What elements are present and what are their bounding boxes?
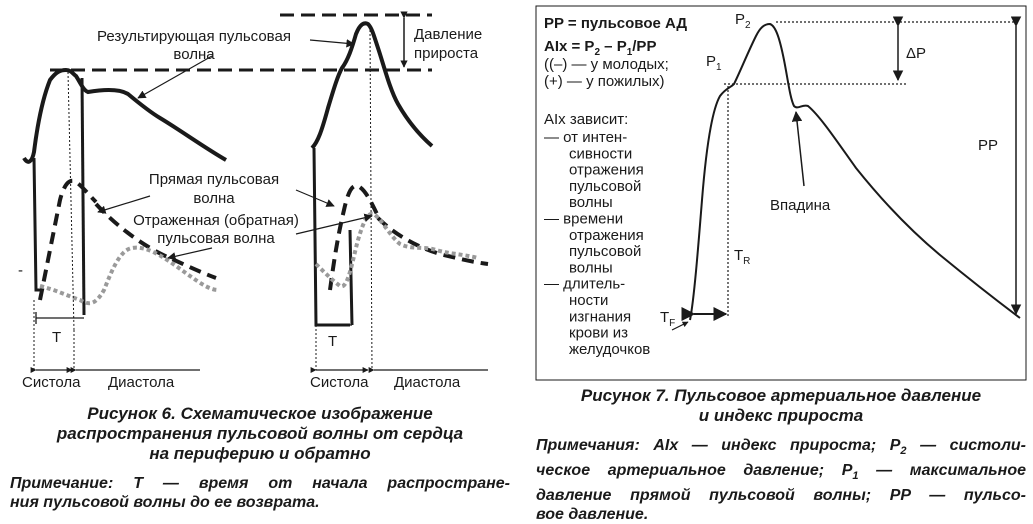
figure-7-caption: Рисунок 7. Пульсовое артериальное давлен…: [536, 386, 1026, 426]
resulting-wave-label-2: волна: [173, 46, 215, 63]
pressure-gain-label-1: Давление: [414, 26, 482, 43]
tf-leader: [671, 321, 689, 331]
right-systole-label: Систола: [310, 374, 369, 391]
depends-line: волны: [569, 194, 613, 211]
pressure-gain-label-2: прироста: [414, 45, 479, 62]
left-dash-mark: -: [18, 262, 23, 279]
notch-label: Впадина: [770, 197, 831, 214]
left-systole-upstroke: [32, 157, 42, 292]
right-systole-upstroke: [312, 147, 350, 327]
right-diastole-label: Диастола: [394, 374, 461, 391]
reflected-wave-label-2: пульсовая волна: [157, 230, 275, 247]
depends-line: — от интен-: [544, 129, 627, 146]
p2-label: P2: [735, 11, 751, 31]
figure-6-note-line-1: Примечание: T — время от начала распрост…: [10, 475, 510, 492]
direct-wave-label-2: волна: [193, 190, 235, 207]
resulting-wave-leader: [137, 55, 213, 99]
left-guide-line-2: [67, 71, 75, 331]
right-direct-wave-tail: [376, 216, 489, 266]
right-T-label: T: [328, 333, 337, 350]
right-wave-downstroke: [348, 229, 354, 326]
direct-wave-label-1: Прямая пульсовая: [149, 171, 279, 188]
figure-7-note-line-4: вое давление.: [536, 506, 649, 524]
left-resulting-wave: [22, 67, 227, 164]
depends-title: AIx зависит:: [544, 111, 628, 128]
pp-definition: PP = пульсовое АД: [544, 15, 687, 32]
figure-7-caption-line-1: Рисунок 7. Пульсовое артериальное давлен…: [580, 386, 982, 405]
depends-line: желудочков: [569, 341, 650, 358]
figure-6-caption-line-2: распространения пульсовой волны от сердц…: [56, 424, 464, 443]
figure-6-caption-line-1: Рисунок 6. Схематическое изображение: [87, 404, 433, 423]
resulting-wave-label-1: Результирующая пульсовая: [97, 28, 291, 45]
old-note: (+) — у пожилых): [544, 73, 665, 90]
depends-list: — от интен-сивностиотраженияпульсовойвол…: [544, 129, 650, 358]
delta-p-label: ΔP: [906, 45, 926, 62]
depends-line: сивности: [569, 145, 632, 162]
left-diastole-label: Диастола: [108, 374, 175, 391]
figure-6-caption: Рисунок 6. Схематическое изображение рас…: [10, 404, 510, 464]
pp-label: PP: [978, 137, 998, 154]
resulting-wave-leader-right: [309, 39, 355, 48]
depends-line: пульсовой: [569, 178, 641, 195]
direct-wave-leader-right: [295, 189, 335, 207]
pressure-curve: [689, 22, 1021, 321]
left-wave-downstroke: [80, 77, 86, 316]
figure-7-note-line-1: Примечания: AIx — индекс прироста; P2 — …: [536, 437, 1026, 458]
p1-label: P1: [706, 53, 722, 73]
notch-arrow: [791, 110, 805, 187]
depends-line: отражения: [569, 162, 644, 179]
left-direct-wave: [38, 178, 98, 301]
right-guide-line-2: [369, 29, 373, 371]
left-systole-label: Систола: [22, 374, 81, 391]
aix-formula: AIx = P2 – P1/PP: [544, 38, 656, 58]
right-resulting-wave: [310, 21, 434, 150]
right-direct-wave: [328, 183, 380, 291]
figure-7-frame: [535, 5, 1027, 381]
left-direct-wave-tail: [94, 202, 217, 280]
figure-7-diagram: PP = пульсовое АД AIx = P2 – P1/PP ((–) …: [535, 5, 1027, 381]
left-reflected-wave: [39, 245, 219, 306]
depends-line: крови из: [569, 325, 628, 342]
figure-6-caption-line-3: на периферию и обратно: [149, 444, 371, 463]
young-note: ((–) — у молодых;: [544, 56, 669, 73]
depends-line: пульсовой: [569, 243, 641, 260]
reflected-wave-leader: [167, 247, 213, 261]
left-T-label: T: [52, 329, 61, 346]
depends-line: волны: [569, 259, 613, 276]
figure-6-note-line-2: ния пульсовой волны до ее возврата.: [10, 494, 320, 511]
depends-line: изгнания: [569, 308, 631, 325]
depends-line: — времени: [544, 211, 623, 228]
figure-6-diagram: Результирующая пульсовая волна Давление …: [18, 11, 489, 391]
direct-wave-leader: [97, 195, 151, 214]
tr-label: TR: [734, 247, 750, 267]
depends-line: — длитель-: [544, 276, 625, 293]
figure-7-note-line-3: давление прямой пульсовой волны; PP — пу…: [536, 487, 1026, 505]
figure-7-caption-line-2: и индекс прироста: [698, 406, 864, 425]
depends-line: ности: [569, 292, 608, 309]
figure-7-note-line-2: ческое артериальное давление; P1 — макси…: [536, 462, 1026, 483]
reflected-wave-label-1: Отраженная (обратная): [133, 212, 299, 229]
tf-label: TF: [660, 309, 675, 329]
figure-7-note: Примечания: AIx — индекс прироста; P2 — …: [536, 436, 1026, 524]
reflected-wave-leader-right: [295, 213, 373, 235]
depends-line: отражения: [569, 227, 644, 244]
figure-6-note: Примечание: T — время от начала распрост…: [10, 474, 510, 512]
